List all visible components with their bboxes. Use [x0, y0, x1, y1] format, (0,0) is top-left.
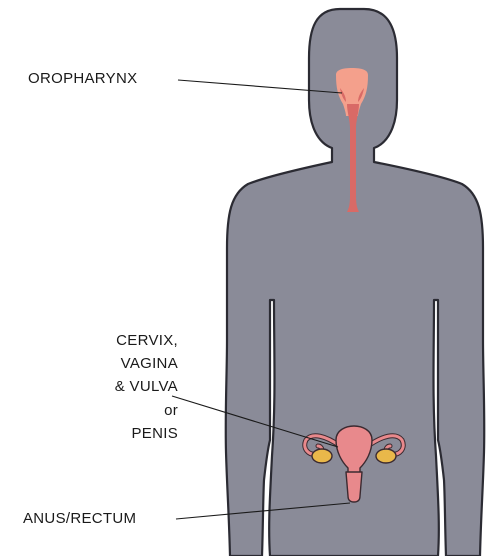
genital-label-line-2: VAGINA [121, 354, 178, 373]
ovary-right [376, 449, 396, 463]
genital-label-line-1: CERVIX, [116, 331, 178, 350]
genital-label-line-4: or [164, 401, 178, 420]
anus-rectum-label: ANUS/RECTUM [23, 509, 136, 528]
genital-label-line-5: PENIS [131, 424, 178, 443]
vagina [346, 472, 362, 502]
genital-label-line-3: & VULVA [115, 377, 178, 396]
oropharynx-label: OROPHARYNX [28, 69, 137, 88]
ovary-left [312, 449, 332, 463]
